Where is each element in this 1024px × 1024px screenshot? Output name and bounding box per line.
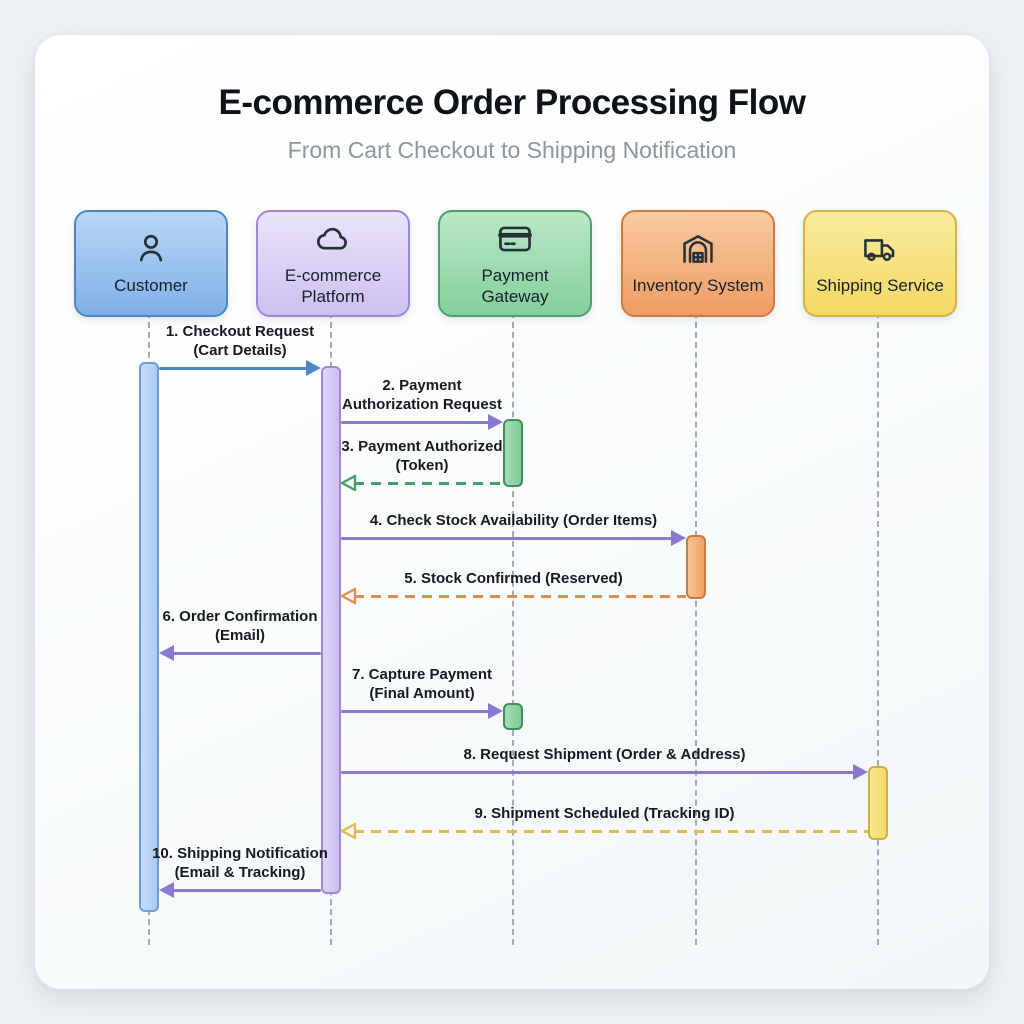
message-label-line: 5. Stock Confirmed (Reserved): [404, 570, 623, 587]
activation-bar-platform: [321, 366, 341, 894]
message-label-line: 6. Order Confirmation: [162, 608, 318, 625]
arrowhead-4: [671, 530, 686, 546]
message-line-3: [354, 481, 503, 485]
message-label-line: 9. Shipment Scheduled (Tracking ID): [474, 805, 735, 822]
message-label-6: 6. Order Confirmation (Email): [162, 607, 317, 645]
lifeline-gateway: [512, 312, 514, 945]
truck-icon: [859, 230, 901, 268]
arrowhead-9: [338, 821, 358, 846]
lifeline-inventory: [695, 312, 697, 945]
message-label-line: 10. Shipping Notification: [152, 845, 328, 862]
message-label-line: Authorization Request: [342, 396, 502, 413]
message-label-4: 4. Check Stock Availability (Order Items…: [370, 511, 657, 530]
actor-label-inventory: Inventory System: [632, 276, 764, 296]
message-label-8: 8. Request Shipment (Order & Address): [464, 745, 746, 764]
message-label-line: (Email): [214, 627, 265, 644]
message-line-8: [341, 770, 855, 774]
message-line-1: [159, 366, 308, 370]
message-line-9: [354, 829, 868, 833]
actor-box-platform: E-commerce Platform: [256, 210, 410, 317]
message-line-10: [172, 888, 321, 892]
message-label-line: (Cart Details): [193, 342, 287, 359]
arrowhead-7: [488, 703, 503, 719]
actor-box-inventory: Inventory System: [621, 210, 775, 317]
activation-bar-shipping: [868, 766, 888, 840]
message-label-10: 10. Shipping Notification (Email & Tracki…: [152, 844, 328, 882]
message-label-line: 8. Request Shipment (Order & Address): [463, 746, 746, 763]
arrowhead-6: [159, 645, 174, 661]
message-label-line: 2. Payment: [382, 377, 462, 394]
message-label-line: 7. Capture Payment: [351, 666, 493, 683]
message-label-line: (Final Amount): [369, 685, 475, 702]
message-label-line: 1. Checkout Request: [165, 323, 315, 340]
actor-label-customer: Customer: [114, 276, 188, 296]
actor-box-shipping: Shipping Service: [803, 210, 957, 317]
message-label-line: (Token): [395, 457, 449, 474]
activation-bar-customer: [139, 362, 159, 912]
arrowhead-2: [488, 414, 503, 430]
arrowhead-3: [338, 473, 358, 498]
credit-card-icon: [495, 220, 535, 258]
message-label-1: 1. Checkout Request (Cart Details): [166, 322, 314, 360]
activation-bar-inventory: [686, 535, 706, 599]
message-line-2: [341, 420, 490, 424]
warehouse-icon: [678, 230, 718, 268]
activation-bar-gateway: [503, 419, 523, 487]
arrowhead-10: [159, 882, 174, 898]
message-line-4: [341, 536, 673, 540]
message-label-3: 3. Payment Authorized (Token): [341, 437, 502, 475]
message-label-line: 3. Payment Authorized: [341, 438, 503, 455]
activation-bar-gateway: [503, 703, 523, 730]
actor-label-shipping: Shipping Service: [816, 276, 944, 296]
user-icon: [132, 230, 170, 268]
message-label-5: 5. Stock Confirmed (Reserved): [404, 569, 622, 588]
actor-label-gateway: Payment Gateway: [481, 266, 549, 306]
message-label-7: 7. Capture Payment (Final Amount): [352, 665, 492, 703]
actor-box-customer: Customer: [74, 210, 228, 317]
arrowhead-5: [338, 586, 358, 611]
arrowhead-8: [853, 764, 868, 780]
actor-box-gateway: Payment Gateway: [438, 210, 592, 317]
actor-label-platform: E-commerce Platform: [284, 266, 382, 306]
message-label-line: 4. Check Stock Availability (Order Items…: [369, 512, 658, 529]
page-subtitle: From Cart Checkout to Shipping Notificat…: [287, 137, 737, 163]
message-label-9: 9. Shipment Scheduled (Tracking ID): [474, 804, 734, 823]
message-line-7: [341, 709, 490, 713]
message-line-6: [172, 651, 321, 655]
message-line-5: [354, 594, 686, 598]
message-label-line: (Email & Tracking): [174, 864, 306, 881]
lifeline-shipping: [877, 312, 879, 945]
cloud-icon: [313, 220, 353, 258]
page-title: E-commerce Order Processing Flow: [218, 83, 806, 122]
arrowhead-1: [306, 360, 321, 376]
